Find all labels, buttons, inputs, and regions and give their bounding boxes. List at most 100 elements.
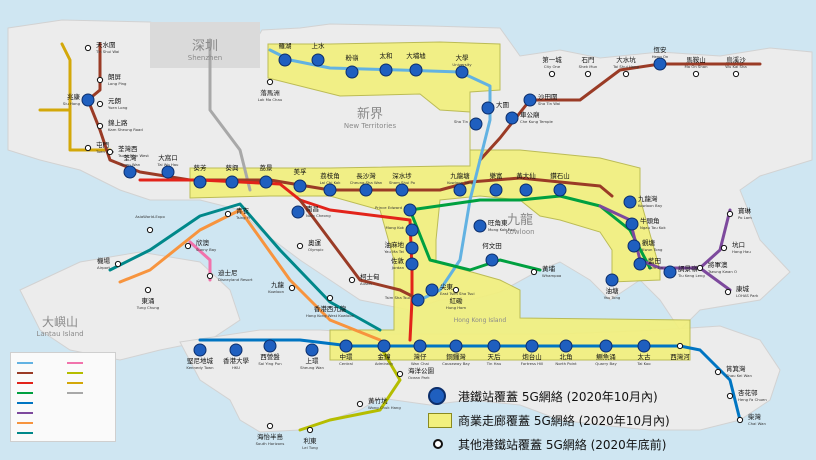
station-label-zh: 沙田圍 [538,93,558,101]
station-label-zh: 荃灣 [124,153,138,162]
station-5g-dot-icon [637,339,651,353]
station-5g-dot-icon [413,339,427,353]
station-label-zh: 九龍塘 [450,171,470,180]
region-newterr-en: New Territories [344,122,397,130]
station-label-en: Ma On Shan [685,64,709,69]
station-label-en: Tsim Sha Tsui [384,295,410,300]
station-label-zh: 大窩口 [158,153,178,162]
station-label-en: Quarry Bay [595,361,617,366]
station-label-zh: 油塘 [606,286,620,295]
station-label-en: Cheung Sha Wan [350,180,383,185]
station-label-zh: 黃大仙 [516,171,536,180]
station-5g-dot-icon [405,257,419,271]
legend-row-other: 其他港鐵站覆蓋 5G網絡 (2020年底前) [428,433,728,457]
station-label-zh: 九龍灣 [638,194,658,203]
legend-text-other: 其他港鐵站覆蓋 5G網絡 (2020年底前) [458,438,667,452]
station-label-en: Tin Hau [486,361,502,366]
station-label-zh: 荔枝角 [320,171,340,180]
station-5g-dot-icon [259,175,273,189]
station-5g-dot-icon [489,183,503,197]
station-label-zh: 車公廟 [520,110,540,119]
station-label-zh: 迪士尼 [218,268,238,277]
station-dot-icon [692,70,700,78]
station-label-en: Hang Hau [732,249,751,254]
station-label-en: LOHAS Park [736,293,759,298]
region-kowloon-en: Kowloon [505,228,534,236]
station-saiwanho: 西灣河 [670,342,690,361]
station-lokfu: 樂富 [489,171,503,197]
station-label-en: Yau Ma Tei [384,249,404,254]
station-label-en: Jordan [391,265,405,270]
station-label-zh: 香港大學 [223,356,250,365]
station-dot-icon [96,76,104,84]
station-5g-dot-icon [623,195,637,209]
station-label-zh: 葵芳 [194,163,208,172]
station-dot-icon [96,100,104,108]
station-label-en: Kowloon [268,289,284,294]
station-label-zh: 落馬洲 [260,88,280,97]
station-5g-dot-icon [653,57,667,71]
station-label-zh: 杏花邨 [738,388,758,397]
station-dot-icon [306,426,314,434]
station-label-en: Hong Kong West Kowloon [306,313,355,318]
line-tml-east [298,198,422,302]
station-label-zh: 樂富 [490,171,503,180]
region-hkisland-en: Hong Kong Island [454,317,507,324]
station-label-en: Causeway Bay [442,361,471,366]
region-lantau-zh: 大嶼山 [42,315,78,329]
station-dot-icon [530,268,538,276]
station-5g-dot-icon [481,101,495,115]
legend-row-corridor: 商業走廊覆蓋 5G網絡 (2020年10月內) [428,409,728,433]
station-5g-dot-icon [161,165,175,179]
station-label-zh: 南昌 [306,204,319,213]
station-label-zh: 荔景 [260,163,274,172]
station-5g-dot-icon [525,339,539,353]
line-south-island [298,344,402,432]
station-shengshui: 上水 [311,41,325,67]
station-5g-dot-icon [81,93,95,107]
station-5g-dot-icon [559,339,573,353]
station-label-en: Yuen Long [108,105,128,110]
station-label-zh: 機場 [97,256,111,265]
station-label-en: Heng Fa Chuen [738,397,767,402]
station-5g-dot-icon [225,175,239,189]
station-dot-icon [146,226,154,234]
station-label-zh: 大學 [456,53,470,62]
station-label-zh: 東涌 [142,296,155,305]
station-label-en: North Point [555,361,577,366]
station-label-en: Prince Edward [375,205,403,210]
legend-row-station: 港鐵站覆蓋 5G網絡 (2020年10月內) [428,385,728,409]
region-kowloon-zh: 九龍 [507,212,533,228]
station-shatin: Sha Tin [454,117,483,131]
station-label-zh: 油麻地 [385,240,405,249]
station-label-en: Tuen Mun [95,149,115,154]
station-label-zh: 屯門 [96,140,109,149]
station-5g-dot-icon [449,339,463,353]
line-key-panel [10,352,116,442]
station-label-en: Sha Tin Wai [538,101,560,106]
station-label-en: Che Kung Temple [520,119,554,124]
station-label-zh: 柴灣 [748,412,762,421]
station-label-en: East Tsim Sha Tsui [440,291,475,296]
station-label-zh: 調景嶺 [678,264,698,273]
station-5g-dot-icon [599,339,613,353]
region-labels: 深圳 Shenzhen 新界 New Territories 九龍 Kowloo… [36,39,534,338]
station-label-zh: 烏溪沙 [726,55,746,64]
